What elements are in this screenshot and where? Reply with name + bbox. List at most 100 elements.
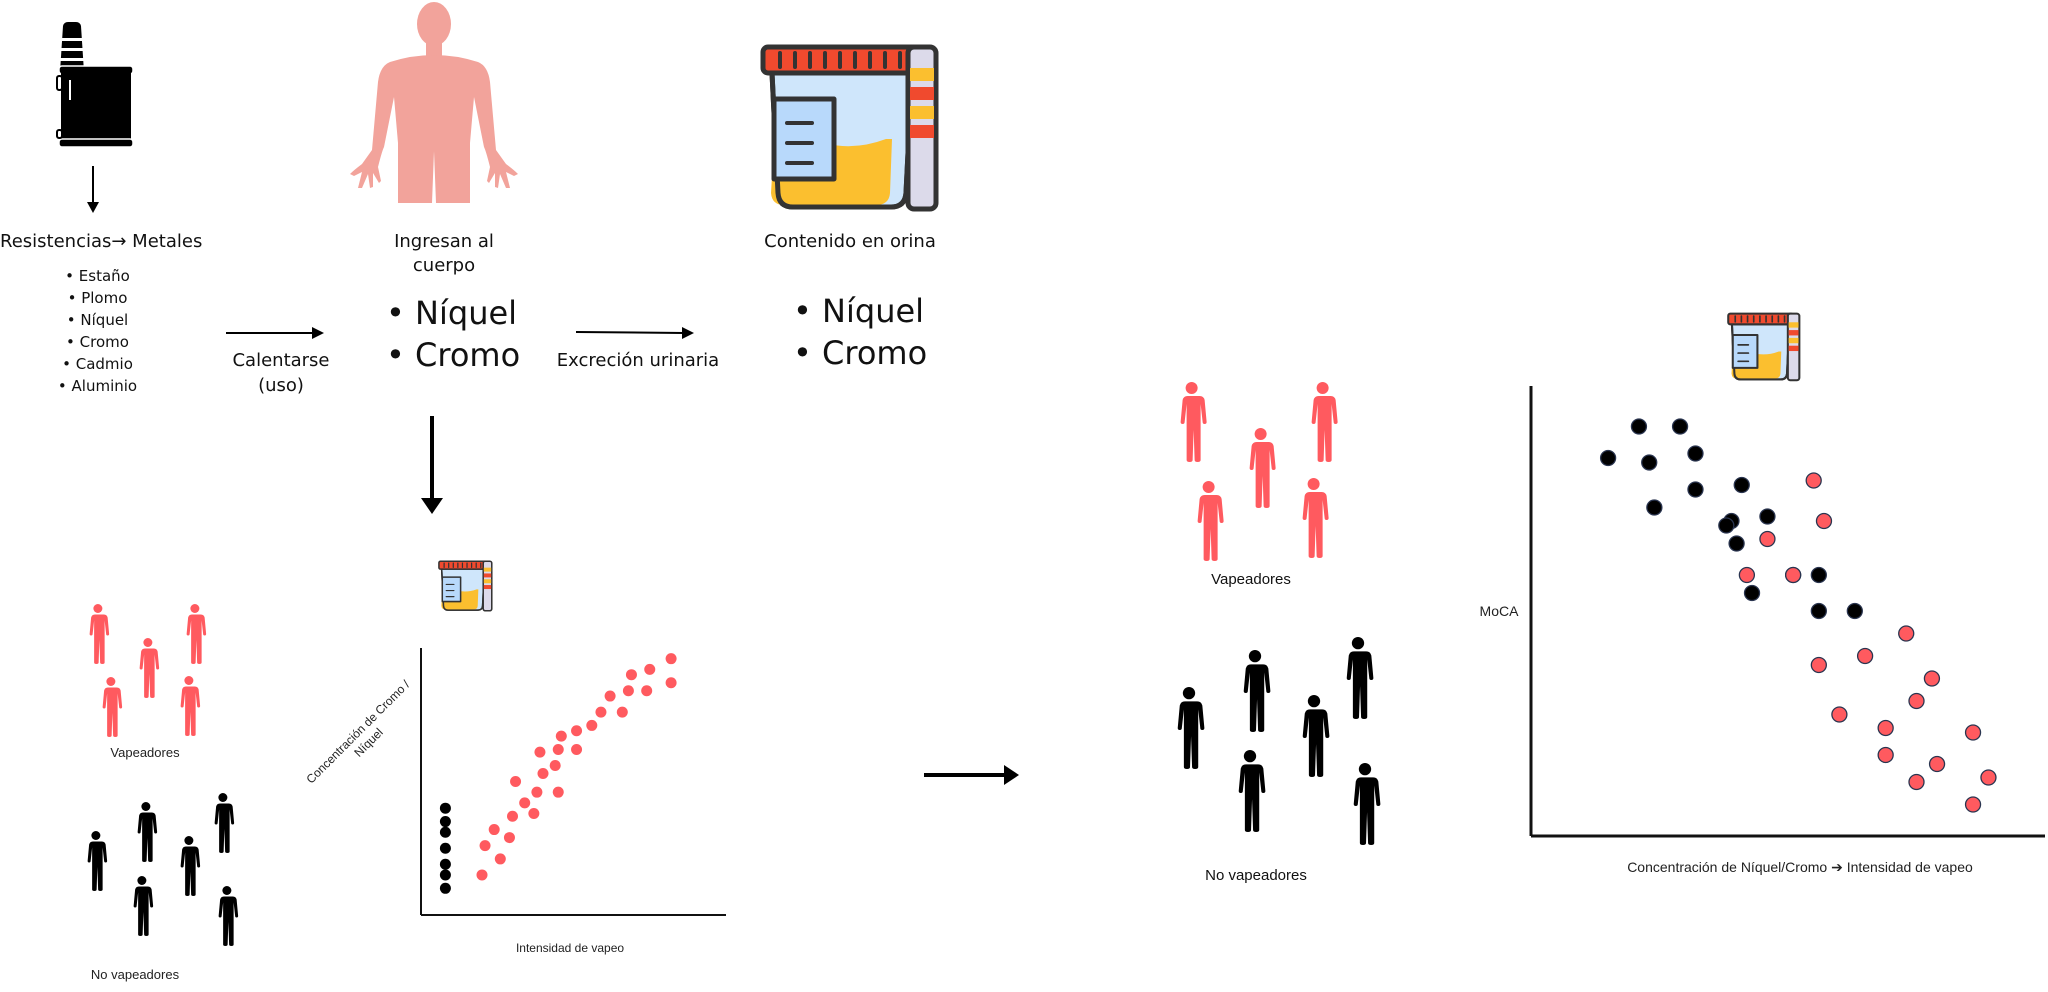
non-vaper-point <box>1728 535 1745 552</box>
urine-sample-icon <box>438 560 493 612</box>
vaper-point <box>1908 773 1925 791</box>
arrow1-label-line2: (uso) <box>258 375 304 396</box>
vaper-point <box>644 663 656 675</box>
vaper-point <box>665 677 677 689</box>
vaper-point <box>528 808 540 820</box>
person-icon <box>133 876 154 936</box>
person-icon <box>218 886 239 946</box>
vaper-point <box>625 669 637 681</box>
arrow-right-large <box>924 765 1019 785</box>
vaper-point <box>519 797 531 809</box>
person-icon <box>1302 695 1330 777</box>
person-icon <box>87 831 108 891</box>
non-vaper-point <box>1759 508 1776 525</box>
arrow-right-excretion <box>575 327 694 339</box>
vaper-point <box>552 786 564 798</box>
urine-sample-icon <box>760 44 939 212</box>
person-icon <box>1353 763 1381 845</box>
vaper-point <box>1784 566 1802 584</box>
non-vaper-point <box>1671 418 1689 435</box>
person-icon <box>1243 650 1271 732</box>
non-vaper-point <box>439 869 451 881</box>
vaper-point <box>1908 692 1925 710</box>
arrow-down-large <box>421 416 443 514</box>
vaper-point <box>595 706 607 718</box>
non-vaper-point <box>1846 602 1863 620</box>
step1-title: Resistencias→ Metales <box>0 231 203 252</box>
vaper-point <box>622 685 634 697</box>
non-vaper-point <box>439 826 451 838</box>
vaper-point <box>1810 656 1827 674</box>
person-icon <box>180 676 201 736</box>
person-icon <box>186 604 207 664</box>
vaper-point <box>476 869 488 881</box>
non-vaper-point <box>1718 517 1735 534</box>
vaper-point <box>1877 719 1894 737</box>
vaper-point <box>1877 746 1894 764</box>
vaper-point <box>494 853 506 865</box>
vaper-point <box>1928 755 1946 773</box>
urine-sample-icon <box>1727 312 1801 382</box>
non-vaper-point <box>1641 454 1658 471</box>
step2-title-line2: cuerpo <box>412 255 476 276</box>
person-icon <box>137 802 158 862</box>
vaper-point <box>641 685 653 697</box>
arrow1-label-line1: Calentarse <box>232 350 330 371</box>
non-vaper-point <box>439 882 451 894</box>
non-vaper-point <box>439 858 451 870</box>
vaper-point <box>1805 472 1822 489</box>
vaper-point <box>1831 706 1848 723</box>
person-icon <box>1238 750 1266 832</box>
vaper-point <box>1964 796 1982 813</box>
non-vaper-point <box>1810 602 1827 620</box>
vaper-point <box>488 824 500 836</box>
non-vaper-point <box>1687 481 1704 498</box>
non-vaper-point <box>439 802 451 814</box>
metals-list: Estaño Plomo Níquel Cromo Cadmio Alumini… <box>40 265 155 397</box>
vaper-point <box>1980 769 1997 786</box>
metal-item: Aluminio <box>40 375 155 397</box>
person-icon <box>1177 687 1205 769</box>
arrow2-label: Excreción urinaria <box>556 350 720 371</box>
vaper-point <box>1856 647 1874 665</box>
non-vaper-point <box>1810 566 1827 584</box>
urine-metals-list: Níquel Cromo <box>793 290 927 374</box>
vaper-point <box>1964 724 1982 741</box>
vaper-point <box>507 810 518 822</box>
vaper-point <box>503 832 515 844</box>
vaper-point <box>549 759 561 771</box>
body-metals-list: Níquel Cromo <box>386 292 520 376</box>
non-vaper-point <box>1733 476 1750 494</box>
person-icon <box>1198 481 1224 561</box>
vaper-point <box>552 743 564 755</box>
vapers-label-left: Vapeadores <box>110 745 180 760</box>
vaper-point <box>665 653 677 665</box>
vaper-point <box>571 743 583 755</box>
non-vaper-point <box>1687 445 1704 462</box>
non-vapers-label-left: No vapeadores <box>90 967 180 982</box>
arrow-down-small <box>87 166 99 213</box>
metal-item: Plomo <box>40 287 155 309</box>
person-icon <box>1250 428 1276 508</box>
vaper-point <box>604 690 616 702</box>
chart0-xlabel: Intensidad de vapeo <box>515 941 625 955</box>
vaper-point <box>586 719 598 731</box>
body-metal-item: Níquel <box>386 292 520 334</box>
vaper-point <box>531 786 543 798</box>
vapers-label-right: Vapeadores <box>1211 571 1291 588</box>
vaper-point <box>479 840 491 852</box>
non-vapers-label-right: No vapeadores <box>1205 867 1307 884</box>
vaper-point <box>555 730 567 742</box>
person-icon <box>89 604 110 664</box>
person-icon <box>180 836 201 896</box>
person-icon <box>1312 382 1338 462</box>
vaper-point <box>1898 625 1915 642</box>
vaper-point <box>616 706 628 718</box>
vaper-point <box>534 746 546 758</box>
arrow-right-heat <box>226 327 324 339</box>
person-icon <box>214 793 235 853</box>
chart1-ylabel: MoCA <box>1479 603 1519 619</box>
human-body-icon <box>350 2 518 203</box>
